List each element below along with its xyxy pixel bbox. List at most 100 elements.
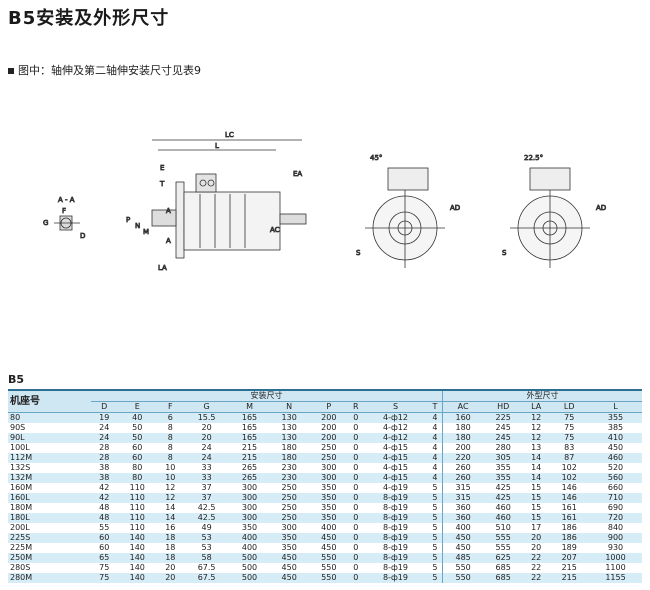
value-cell: 24 [91,423,118,433]
value-cell: 75 [91,563,118,573]
value-cell: 200 [308,423,349,433]
value-cell: 42.5 [183,513,230,523]
value-cell: 20 [522,533,550,543]
value-cell: 4-ф19 [363,483,428,493]
column-header-la: LA [522,401,550,413]
column-header-ac: AC [441,401,484,413]
label-ea: EA [293,170,302,178]
value-cell: 58 [183,553,230,563]
value-cell: 500 [229,573,270,583]
value-cell: 189 [549,543,590,553]
group-install-header: 安装尺寸 [91,390,443,402]
frame-cell: 225M [8,543,92,553]
value-cell: 42.5 [183,503,230,513]
label-m: M [143,228,149,236]
value-cell: 110 [117,503,158,513]
value-cell: 8-ф19 [363,543,428,553]
value-cell: 165 [229,412,270,423]
value-cell: 215 [229,443,270,453]
value-cell: 55 [91,523,118,533]
value-cell: 350 [269,533,309,543]
value-cell: 400 [308,523,349,533]
value-cell: 180 [441,423,484,433]
value-cell: 5 [427,513,443,523]
value-cell: 1155 [589,573,642,583]
value-cell: 0 [348,453,364,463]
value-cell: 485 [441,553,484,563]
value-cell: 225 [483,412,523,423]
value-cell: 67.5 [183,563,230,573]
value-cell: 12 [522,423,550,433]
value-cell: 8-ф19 [363,553,428,563]
value-cell: 4 [427,423,443,433]
value-cell: 4-ф12 [363,423,428,433]
frame-cell: 250M [8,553,92,563]
value-cell: 250 [308,453,349,463]
value-cell: 8-ф19 [363,533,428,543]
label-ad-1: AD [450,204,460,212]
value-cell: 450 [441,533,484,543]
value-cell: 5 [427,483,443,493]
label-a-top: A [166,207,171,215]
value-cell: 60 [117,453,158,463]
value-cell: 8-ф19 [363,513,428,523]
value-cell: 350 [308,503,349,513]
value-cell: 6 [157,412,184,423]
label-t: T [159,180,165,188]
value-cell: 12 [522,412,550,423]
value-cell: 160 [441,412,484,423]
value-cell: 250 [269,483,309,493]
value-cell: 8 [157,443,184,453]
value-cell: 280 [483,443,523,453]
value-cell: 130 [269,412,309,423]
value-cell: 450 [269,563,309,573]
value-cell: 50 [117,433,158,443]
value-cell: 18 [157,533,184,543]
value-cell: 110 [117,523,158,533]
value-cell: 220 [441,453,484,463]
value-cell: 24 [183,443,230,453]
value-cell: 146 [549,493,590,503]
value-cell: 180 [441,433,484,443]
frame-cell: 225S [8,533,92,543]
value-cell: 20 [183,433,230,443]
value-cell: 33 [183,463,230,473]
column-header-l: L [589,401,642,413]
value-cell: 0 [348,503,364,513]
value-cell: 550 [441,563,484,573]
section-label: B5 [8,373,25,386]
value-cell: 28 [91,443,118,453]
value-cell: 0 [348,563,364,573]
value-cell: 350 [269,543,309,553]
value-cell: 0 [348,513,364,523]
label-aa: A - A [58,196,75,204]
value-cell: 37 [183,493,230,503]
value-cell: 15.5 [183,412,230,423]
value-cell: 300 [229,493,270,503]
value-cell: 80 [117,473,158,483]
value-cell: 140 [117,553,158,563]
value-cell: 12 [522,433,550,443]
value-cell: 14 [157,503,184,513]
value-cell: 10 [157,463,184,473]
value-cell: 8-ф19 [363,503,428,513]
value-cell: 13 [522,443,550,453]
value-cell: 165 [229,423,270,433]
value-cell: 14 [522,473,550,483]
value-cell: 5 [427,523,443,533]
value-cell: 450 [308,543,349,553]
value-cell: 305 [483,453,523,463]
value-cell: 450 [589,443,642,453]
value-cell: 0 [348,533,364,543]
value-cell: 4 [427,473,443,483]
value-cell: 500 [229,553,270,563]
value-cell: 22 [522,573,550,583]
value-cell: 300 [269,523,309,533]
drawing-note-text: 图中：轴伸及第二轴伸安装尺寸见表9 [18,64,201,77]
value-cell: 300 [229,513,270,523]
